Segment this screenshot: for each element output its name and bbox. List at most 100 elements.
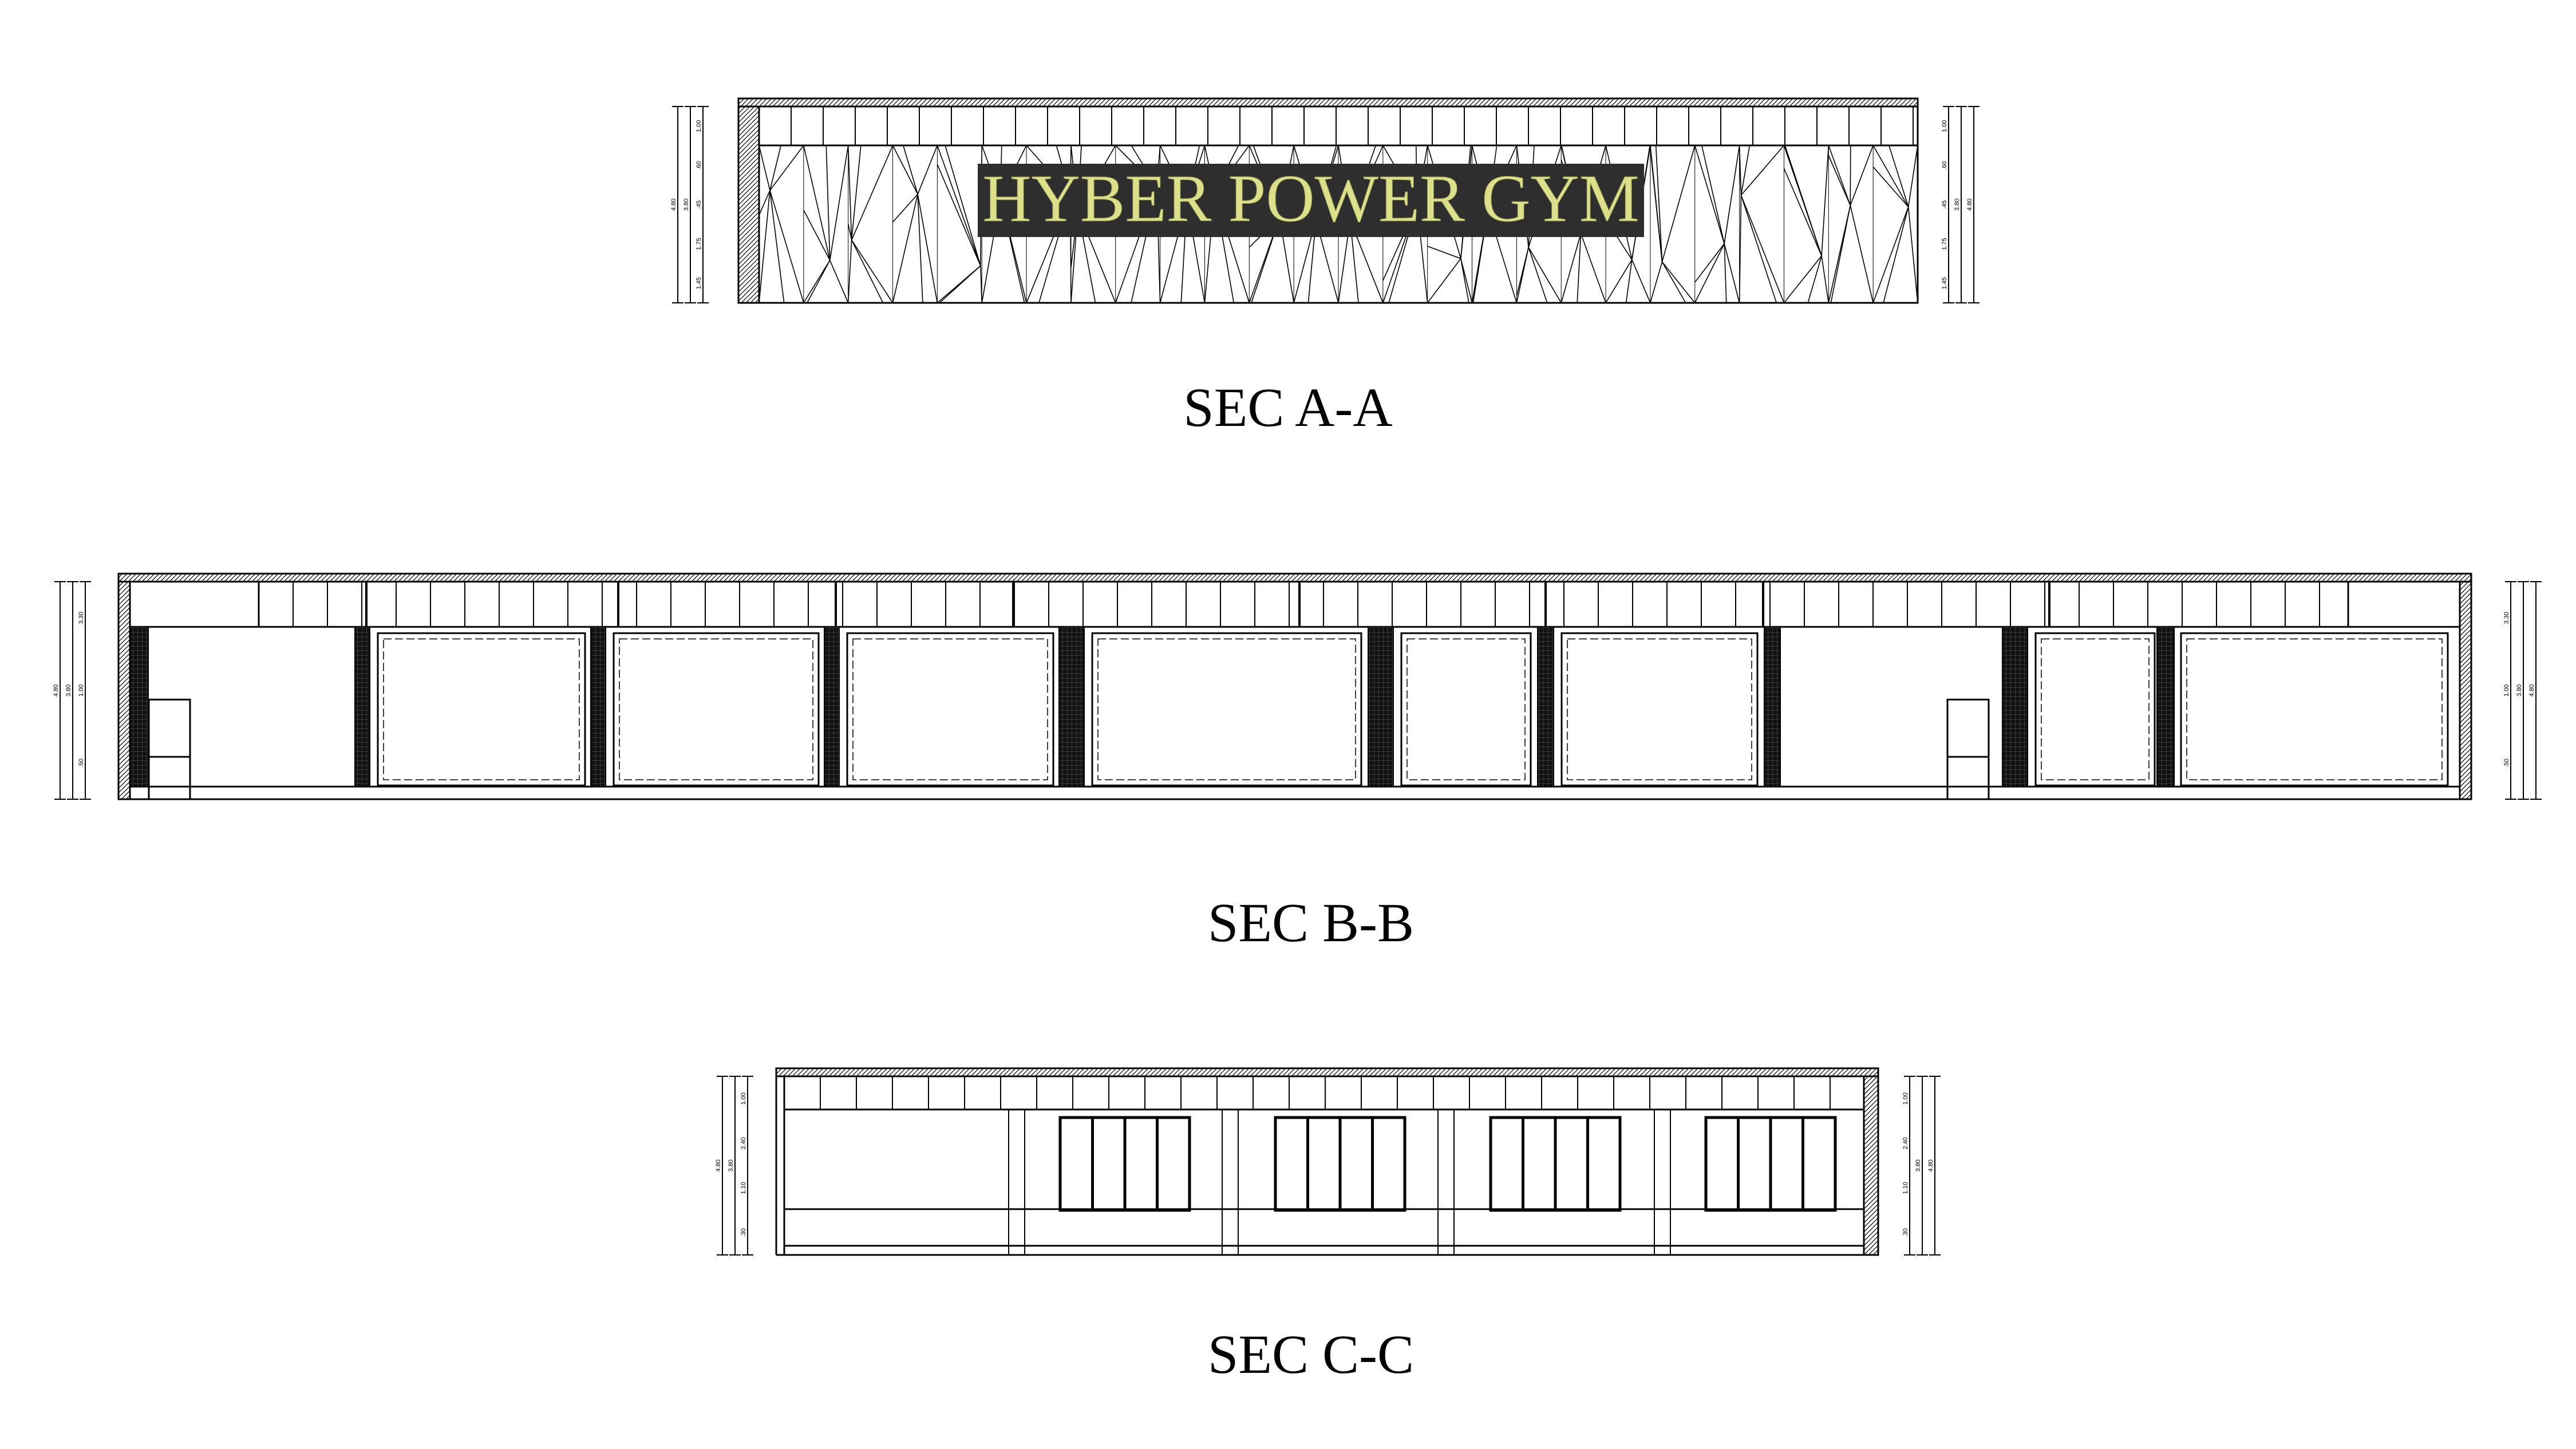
section-c-columns	[1008, 1110, 1671, 1255]
dimension-label: .45	[696, 200, 702, 209]
facade-facet-line	[758, 190, 771, 216]
window	[1274, 1116, 1406, 1212]
dimension-label: .45	[1941, 200, 1948, 209]
facade-facet-line	[769, 145, 804, 191]
facade-facet-line	[1807, 255, 1822, 303]
section-b-left-wall	[117, 581, 131, 800]
facade-facet-line	[1577, 233, 1582, 303]
dimension-label: 1.10	[740, 1182, 747, 1194]
dimension-label: 4.80	[53, 684, 60, 696]
facade-facet-line	[1605, 259, 1633, 303]
section-a-ceiling-panels	[758, 105, 1919, 147]
window	[1489, 1116, 1622, 1212]
facade-facet-line	[829, 145, 849, 260]
facade-facet-line	[1830, 205, 1851, 303]
dimension-label: 3.30	[78, 612, 85, 624]
facade-facet-line	[917, 194, 923, 303]
facade-facet-line	[1821, 145, 1830, 256]
facade-facet-line	[847, 223, 852, 240]
facade-facet-line	[1724, 243, 1740, 303]
dimension-label: 4.80	[1927, 1159, 1934, 1171]
facade-facet-line	[1850, 205, 1874, 303]
section-a-left-wall	[737, 105, 760, 304]
facade-facet-line	[1460, 258, 1473, 303]
section-b-roof-slab	[117, 573, 2472, 583]
facade-facet-line	[1739, 158, 1742, 196]
facade-facet-line	[1560, 233, 1582, 303]
facade-facet-line	[892, 194, 918, 223]
window-panel	[613, 632, 820, 787]
dimension-label: 1.10	[1902, 1182, 1909, 1194]
facade-facet-line	[847, 240, 852, 303]
column	[354, 626, 370, 787]
dimension-label: 1.45	[1941, 277, 1948, 289]
column	[1368, 626, 1394, 787]
dimension-label: .60	[696, 161, 702, 169]
facade-facet-line	[1739, 195, 1742, 303]
facade-facet-line	[1783, 255, 1822, 303]
facade-facet-line	[1516, 247, 1529, 297]
window	[1704, 1116, 1837, 1212]
facade-facet-line	[1828, 145, 1851, 206]
facade-facet-line	[851, 145, 894, 240]
dimension-label: 1.00	[740, 1092, 747, 1104]
facade-facet-line	[1783, 168, 1822, 256]
column	[2156, 626, 2175, 787]
facade-facet-line	[937, 145, 981, 266]
section-a-sign-text: HYBER POWER GYM	[982, 161, 1639, 236]
window-panel	[1400, 632, 1532, 787]
facade-facet-line	[1661, 261, 1696, 303]
dimension-label: 1.00	[1941, 120, 1948, 132]
dimension-label: 1.00	[78, 684, 85, 696]
facade-facet-line	[1460, 258, 1469, 303]
column	[2002, 626, 2028, 787]
facade-facet-line	[851, 145, 862, 240]
facade-facet-line	[758, 190, 771, 303]
column	[1764, 626, 1781, 787]
facade-facet-line	[1631, 259, 1651, 303]
facade-facet-line	[1821, 255, 1830, 303]
facade-facet-line	[1740, 195, 1785, 303]
facade-facet-line	[1724, 243, 1727, 303]
facade-facet-line	[939, 265, 981, 303]
window-panel	[377, 632, 586, 787]
facade-facet-line	[1427, 258, 1461, 303]
facade-facet-line	[1650, 262, 1663, 303]
facade-facet-line	[847, 145, 852, 240]
facade-facet-line	[1655, 145, 1663, 262]
facade-facet-line	[1580, 233, 1606, 303]
section-a-roof-slab	[737, 97, 1919, 108]
section-b-ceiling-panels	[258, 581, 2349, 628]
dimension-label: .50	[2503, 759, 2510, 767]
facade-facet-line	[937, 164, 981, 266]
facade-facet-line	[1828, 155, 1851, 206]
facade-facet-line	[1661, 145, 1696, 262]
window-panel	[846, 632, 1054, 787]
section-b-cabinet-right	[1946, 698, 1990, 800]
facade-facet-line	[1650, 149, 1663, 262]
facade-facet-line	[1784, 145, 1822, 256]
dimension-label: 3.80	[1915, 1159, 1922, 1171]
facade-facet-line	[825, 145, 831, 260]
dimension-label: 3.30	[2503, 612, 2510, 624]
facade-facet-line	[1872, 207, 1909, 303]
dimension-label: 3.80	[65, 684, 72, 696]
window-panel	[1560, 632, 1759, 787]
facade-facet-line	[1883, 207, 1909, 303]
facade-facet-line	[945, 145, 981, 266]
dimension-label: 1.45	[696, 277, 702, 289]
section-c-right-wall	[1863, 1075, 1879, 1256]
section-b-right-wall	[2459, 581, 2472, 800]
facade-facet-line	[1661, 262, 1686, 303]
facade-facet-line	[769, 190, 804, 303]
section-c-dims-right: 4.803.801.002.401.10.30	[1902, 1076, 1941, 1255]
facade-facet-line	[851, 239, 894, 303]
section-c-title: SEC C-C	[1208, 1324, 1414, 1385]
section-c-roof-slab	[775, 1067, 1879, 1077]
window-panel	[2034, 632, 2156, 787]
facade-facet-line	[1427, 246, 1461, 259]
column	[590, 626, 606, 787]
dimension-label: 4.80	[670, 199, 677, 211]
facade-facet-line	[829, 260, 849, 303]
